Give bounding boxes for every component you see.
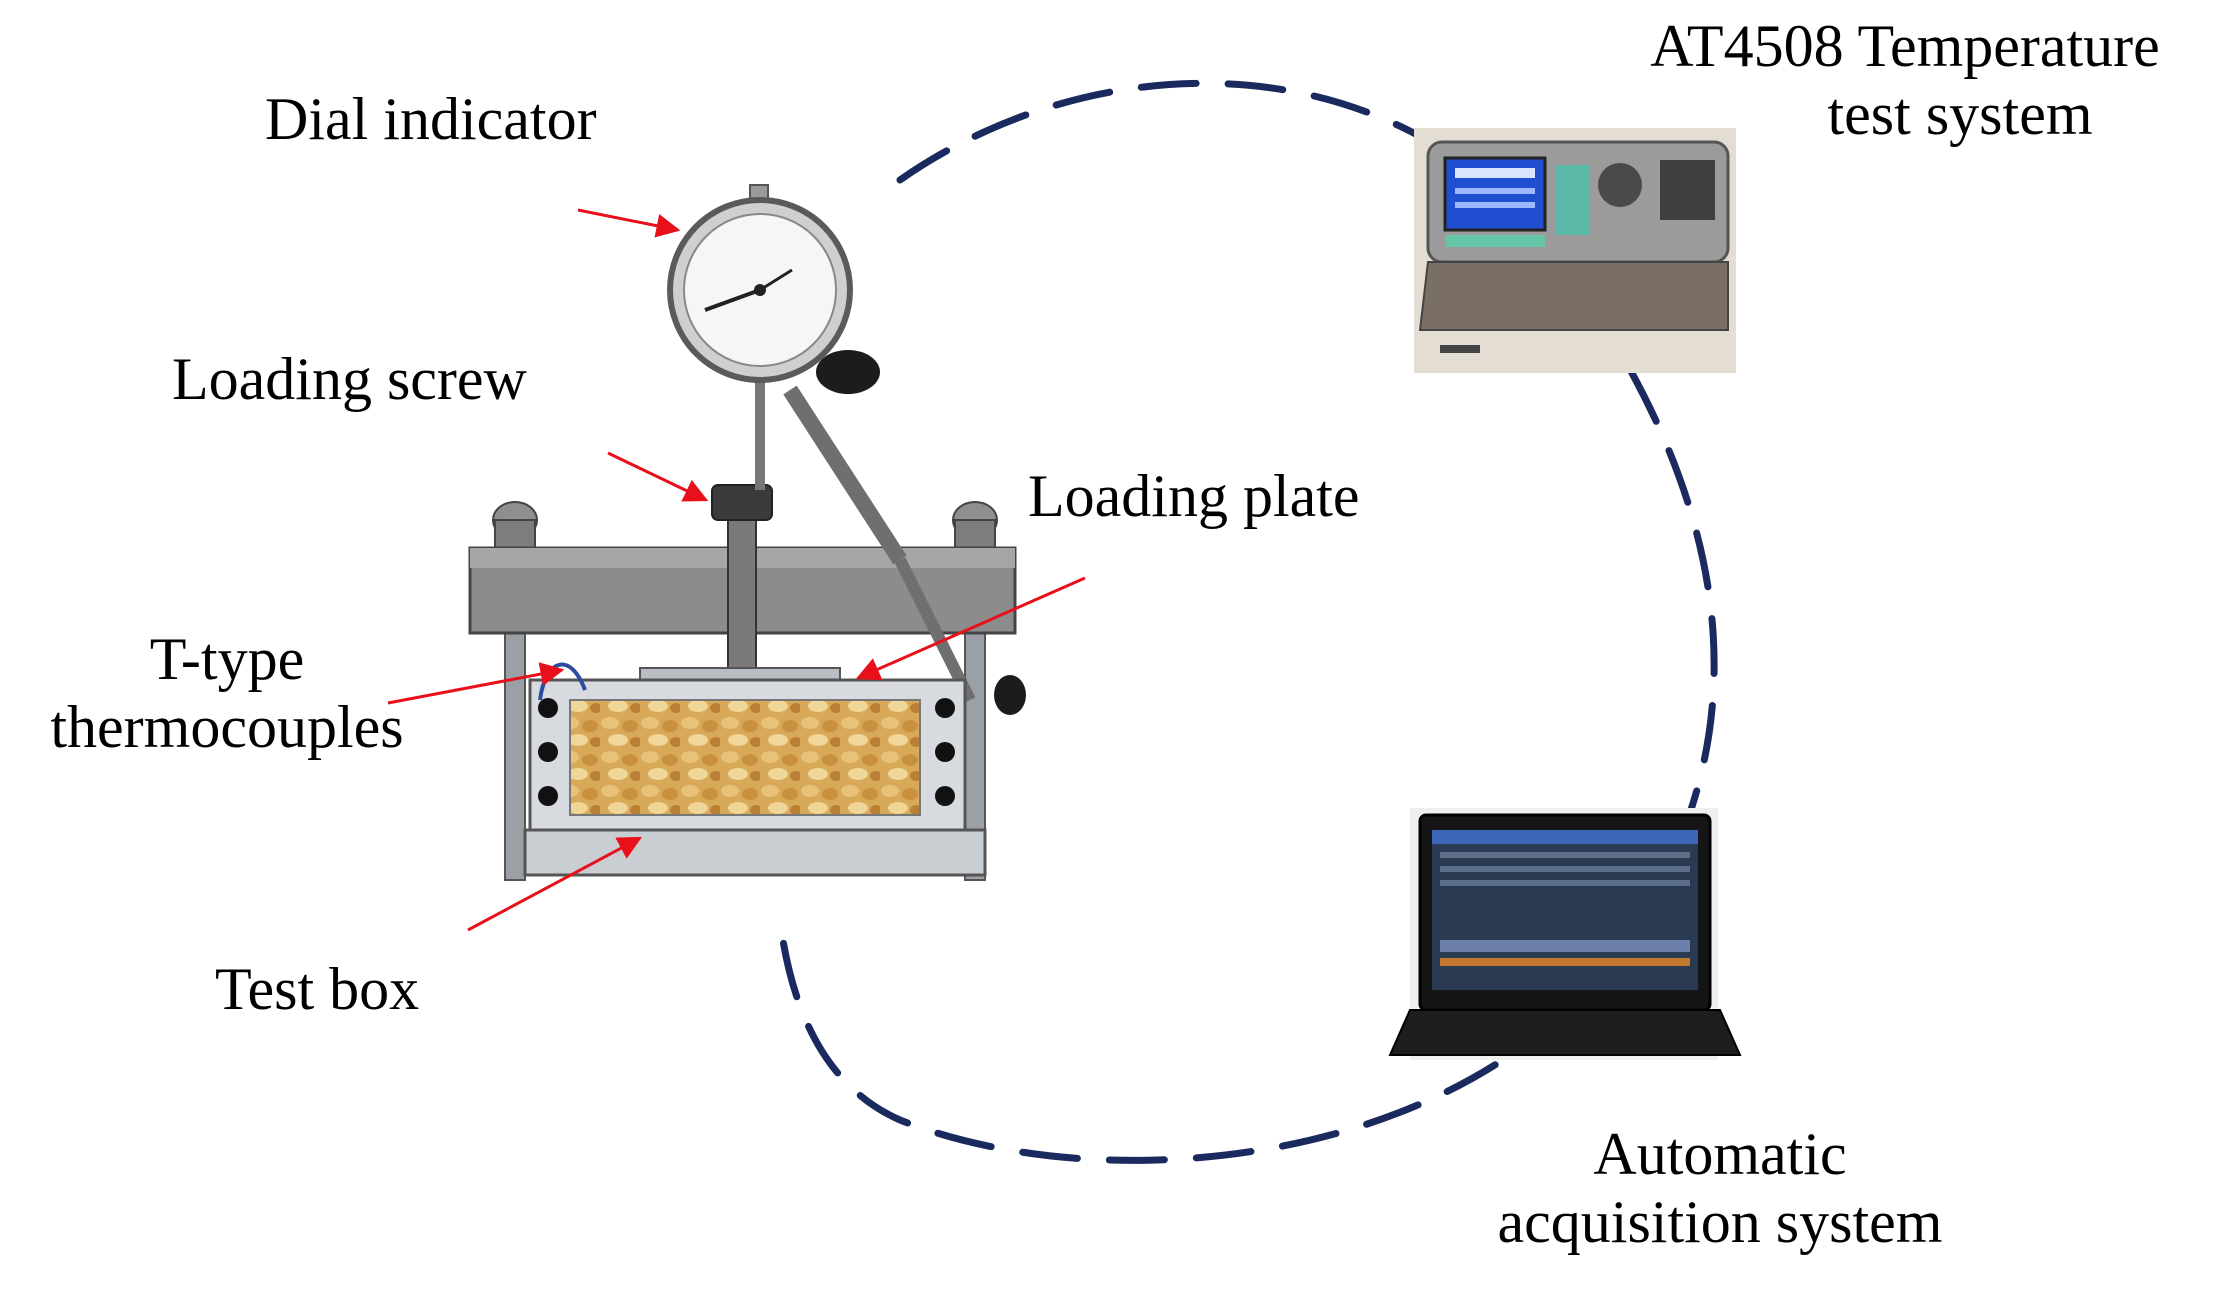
arrow-dial-indicator — [577, 208, 681, 238]
label-auto-line2: acquisition system — [1497, 1189, 1943, 1255]
label-auto-line1: Automatic — [1593, 1121, 1847, 1187]
label-at4508-line2: test system — [1827, 81, 2093, 147]
arrow-loading-plate — [855, 576, 1086, 681]
arrow-test-box — [467, 836, 643, 932]
label-test-box: Test box — [215, 956, 420, 1022]
label-at4508-system: AT4508 Temperature test system — [1585, 12, 2225, 148]
label-t-type-line2: thermocouples — [50, 694, 404, 760]
label-t-type-line1: T-type — [149, 626, 305, 692]
arrow-thermocouples — [387, 662, 565, 705]
label-automatic-acquisition: Automatic acquisition system — [1430, 1120, 2010, 1256]
label-at4508-line1: AT4508 Temperature — [1650, 13, 2160, 79]
label-t-type-thermocouples: T-type thermocouples — [12, 625, 442, 761]
laptop-computer — [1388, 808, 1742, 1060]
label-loading-screw: Loading screw — [172, 346, 527, 412]
dial-gauge-icon — [667, 184, 853, 383]
label-dial-indicator: Dial indicator — [265, 86, 597, 152]
arrow-loading-screw — [607, 451, 709, 502]
label-loading-plate: Loading plate — [1028, 463, 1360, 529]
temperature-logger-device — [1414, 128, 1736, 373]
test-apparatus — [468, 184, 1026, 881]
